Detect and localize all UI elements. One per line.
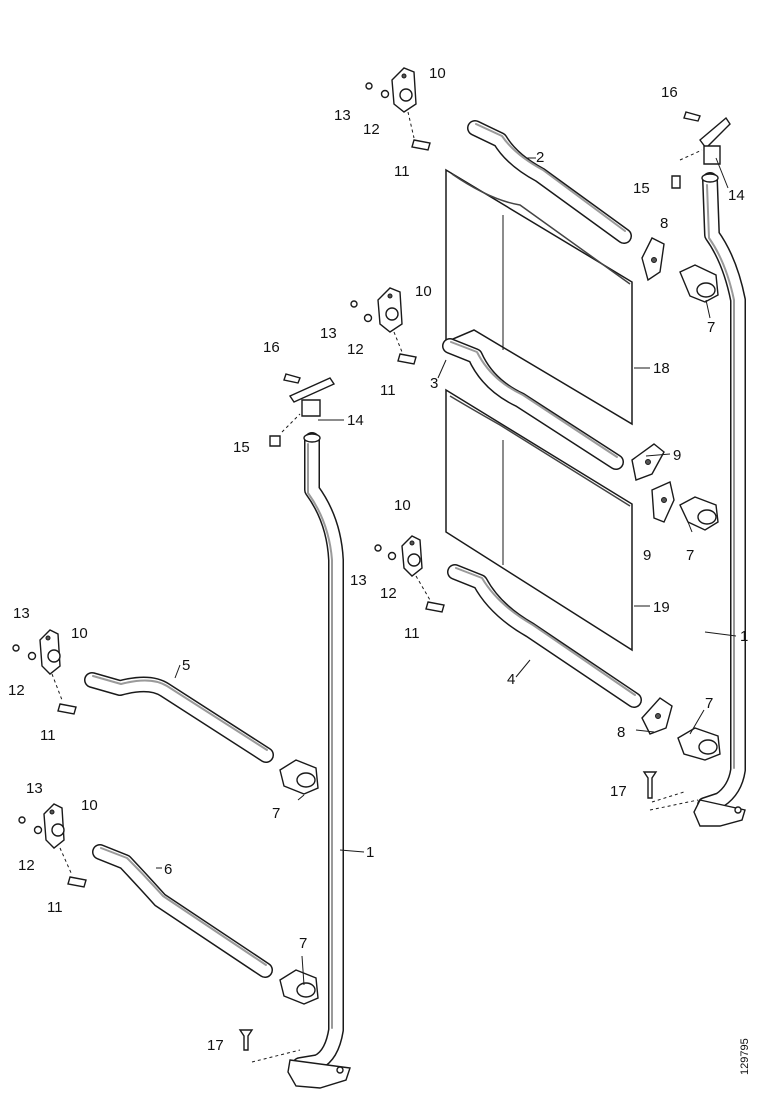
label-12-low: 12 [380,585,397,602]
label-7-left-lower: 7 [299,935,307,952]
clip-9-lower [651,481,675,523]
label-7-mid: 7 [686,547,694,564]
label-12-top: 12 [363,121,380,138]
label-19: 19 [653,599,670,616]
panel-19 [445,388,633,652]
label-12-left-lower: 12 [18,857,35,874]
label-16-left: 16 [263,339,280,356]
bracket-7-mid [679,496,719,531]
label-13-mid: 13 [320,325,337,342]
label-14-left: 14 [347,412,364,429]
label-5: 5 [182,657,190,674]
top-fitting-right [671,111,731,189]
hinge-assembly-left-upper [12,629,77,715]
label-8-low: 8 [617,724,625,741]
clip-9-upper [631,443,665,481]
label-11-left-upper: 11 [40,727,56,744]
frame-right [693,172,746,827]
label-17-right: 17 [610,783,627,800]
drawing-reference-number: 129795 [739,1038,751,1075]
label-10-left-lower: 10 [81,797,98,814]
frame-left [287,432,351,1089]
label-11-top: 11 [394,163,410,180]
bracket-7-low [677,727,721,761]
label-2: 2 [536,149,544,166]
panel-18 [445,168,633,426]
top-fitting-left [269,373,336,447]
label-6: 6 [164,861,172,878]
label-10-mid: 10 [415,283,432,300]
pipe-6 [92,844,273,978]
label-14-right: 14 [728,187,745,204]
label-13-left-lower: 13 [26,780,43,797]
label-9-lower: 9 [643,547,651,564]
bracket-7-top [679,264,719,303]
pipe-2 [467,120,632,244]
leader-lines [156,157,737,986]
label-13-low: 13 [350,572,367,589]
label-7-left-upper: 7 [272,805,280,822]
label-11-low: 11 [404,625,420,642]
label-7-low: 7 [705,695,713,712]
screw-17-left [238,1029,301,1063]
pipe-5 [84,672,274,763]
label-17-left: 17 [207,1037,224,1054]
screw-17-right [642,771,699,811]
label-13-top: 13 [334,107,351,124]
label-11-mid: 11 [380,382,396,399]
clip-8-top [641,237,665,282]
label-4: 4 [507,671,515,688]
bracket-7-left-upper [279,759,319,795]
hinge-assembly-top [365,67,431,151]
label-15-left: 15 [233,439,250,456]
label-7-top: 7 [707,319,715,336]
pipe-4 [447,564,642,708]
label-10-low: 10 [394,497,411,514]
label-9-upper: 9 [673,447,681,464]
clip-8-low [641,697,673,735]
label-8-top: 8 [660,215,668,232]
part-labels: 1 1 2 3 4 5 6 7 7 7 7 7 8 8 9 9 10 10 10… [8,65,748,1054]
label-10-left-upper: 10 [71,625,88,642]
label-15-right: 15 [633,180,650,197]
hinge-assembly-left-lower [18,803,87,888]
label-18: 18 [653,360,670,377]
label-16-right: 16 [661,84,678,101]
hinge-assembly-mid [350,287,417,365]
label-1-left: 1 [366,844,374,861]
label-1-right: 1 [740,628,748,645]
label-10-top: 10 [429,65,446,82]
label-13-left-upper: 13 [13,605,30,622]
label-12-left-upper: 12 [8,682,25,699]
label-12-mid: 12 [347,341,364,358]
hinge-assembly-low [374,535,445,613]
bracket-7-left-lower [279,969,319,1005]
label-11-left-lower: 11 [47,899,63,916]
label-3: 3 [430,375,438,392]
pipe-3 [442,338,624,470]
